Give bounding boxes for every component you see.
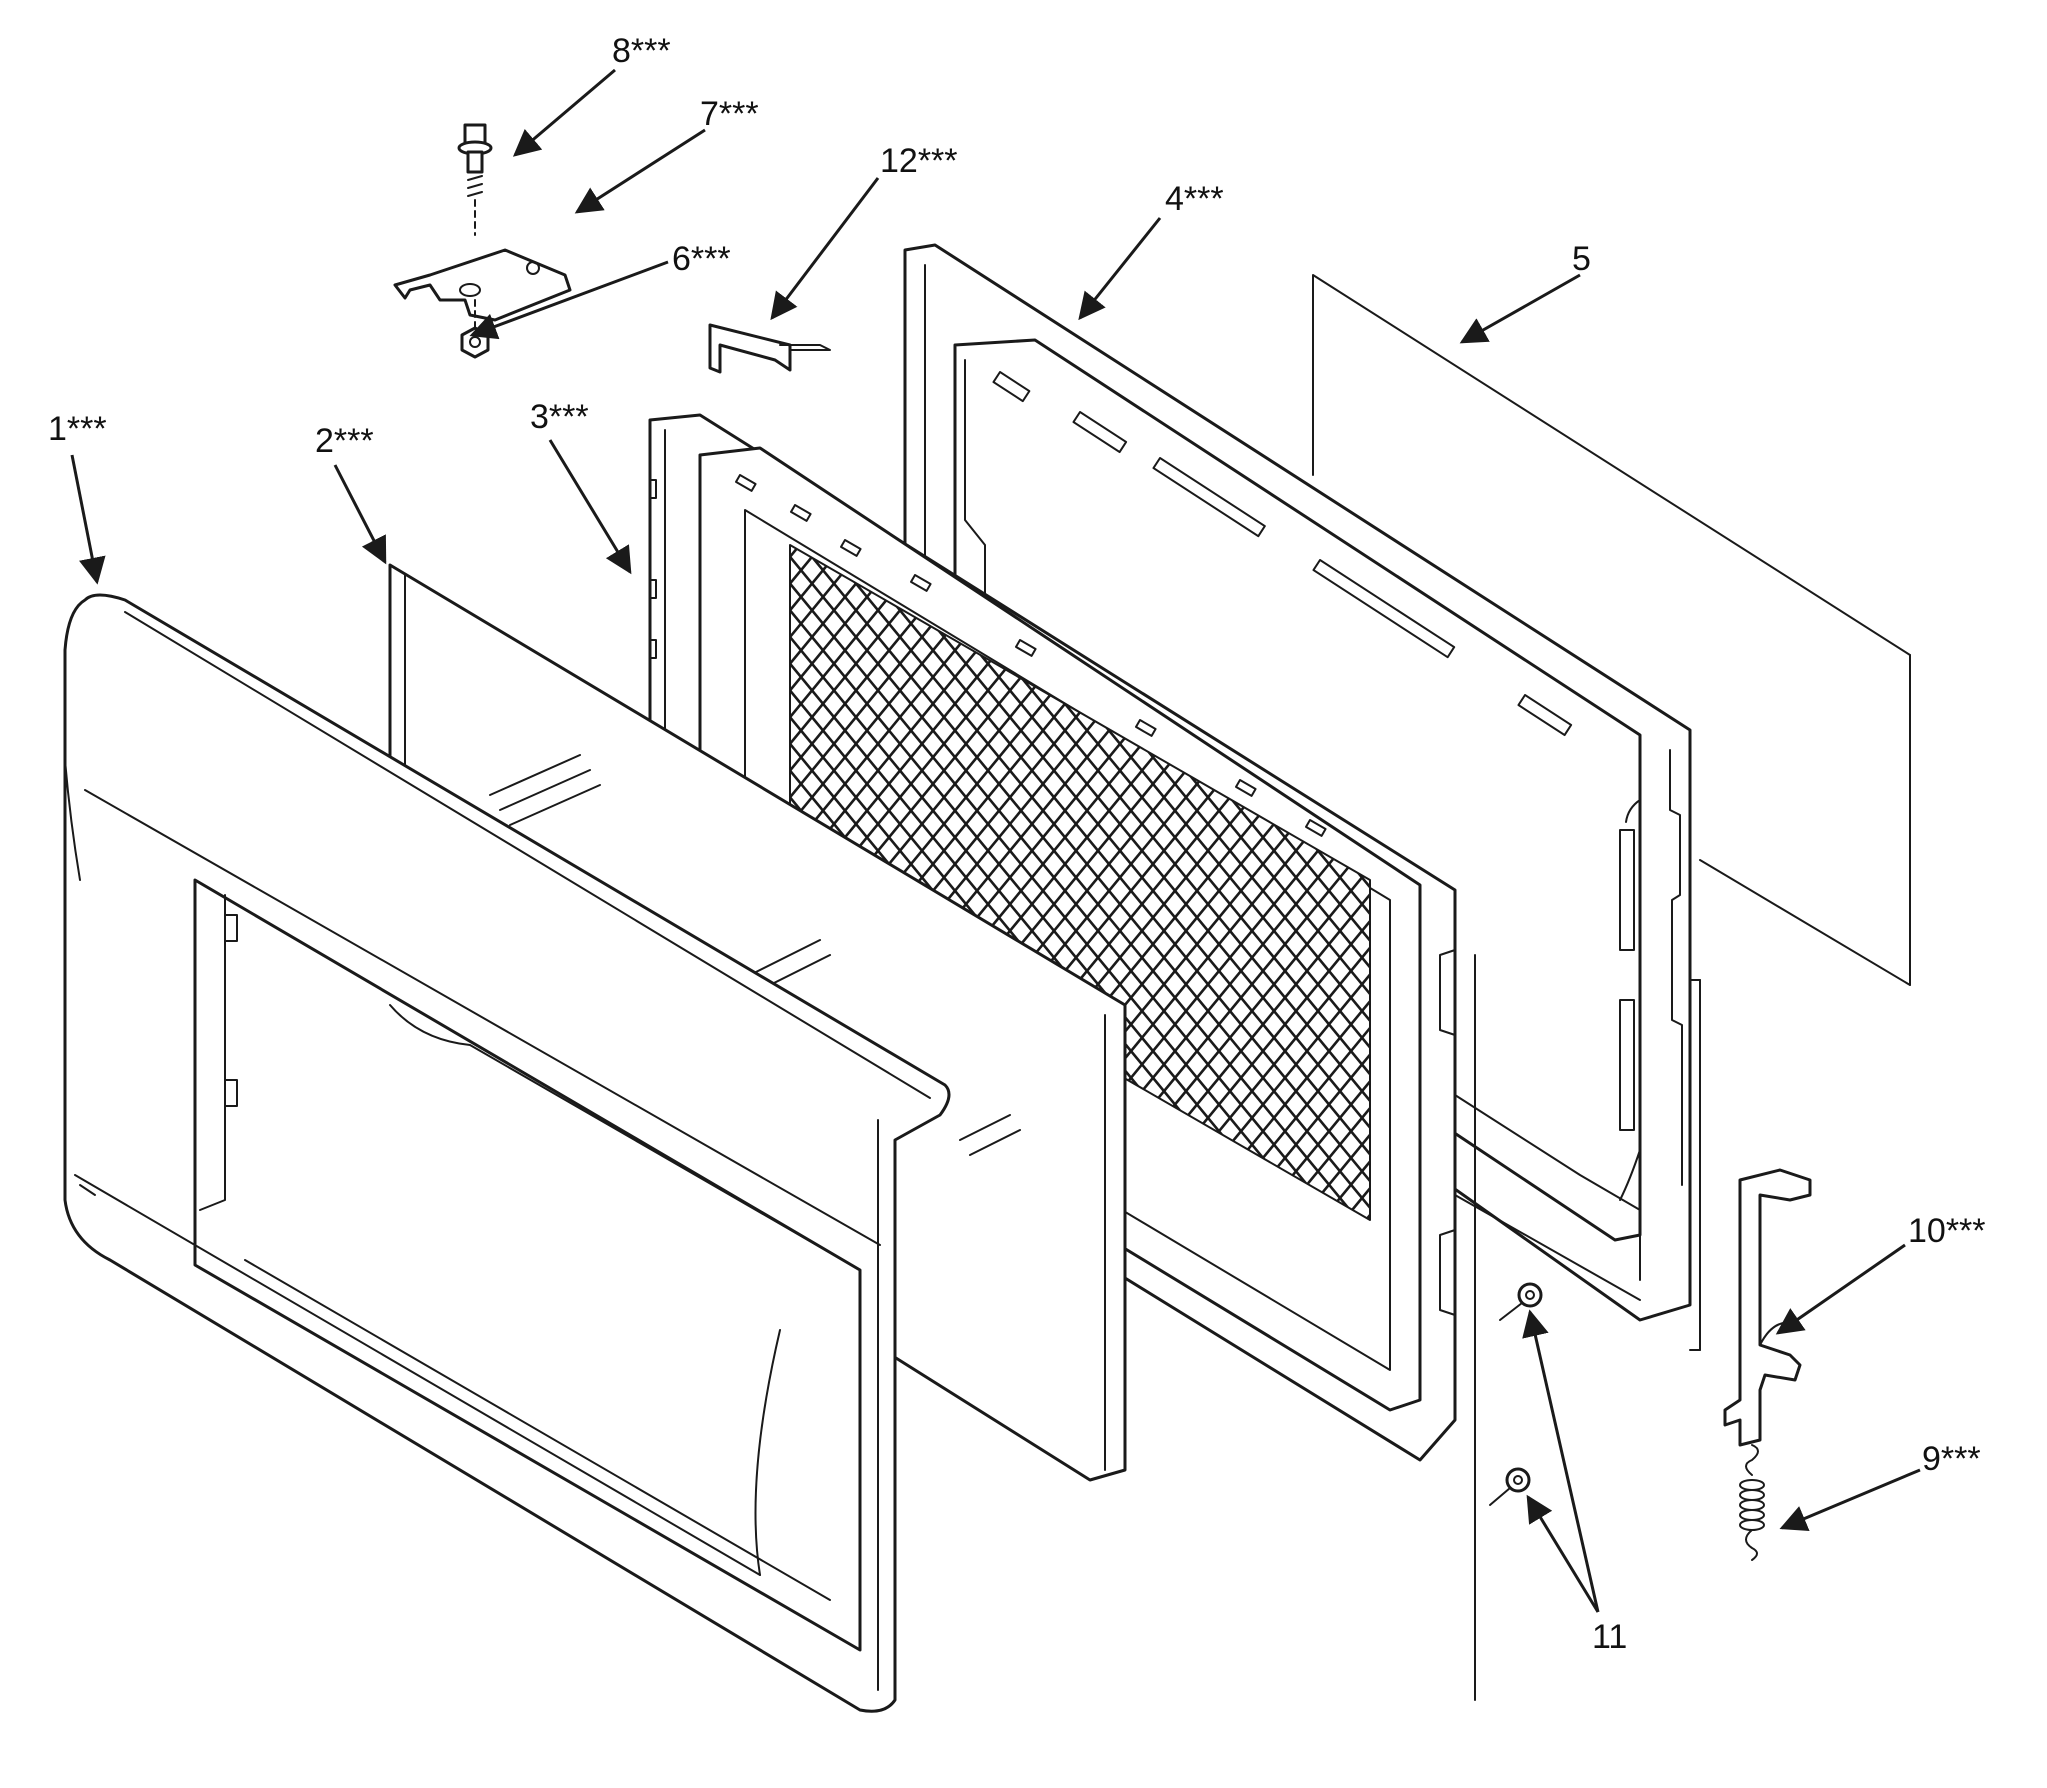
callout-labels: 1*** 2*** 3*** 4*** 5 6*** 7*** 8*** 9**… [48,32,1986,1656]
arrow-part-8 [512,68,616,157]
mesh-line [0,450,20,1300]
mesh-line [1232,545,1370,1220]
mesh-line [1934,450,2047,1300]
arrow-part-12 [770,177,880,321]
callout-part-10: 10*** [1908,1212,1986,1250]
callout-part-2: 2*** [315,422,374,460]
arrow-part-5 [1459,273,1581,344]
part-11-screws [1454,954,1641,1701]
callout-part-11: 11 [1592,1618,1627,1656]
part-12-clip [708,323,831,374]
mesh-line [790,545,924,1220]
mesh-line [1758,450,2047,1300]
callout-part-7: 7*** [700,95,759,133]
mesh-line [0,450,64,1300]
mesh-line [1166,545,1370,1220]
arrow-part-7 [574,128,706,214]
part-5-glass-sheet [1312,274,1911,986]
mesh-line [1188,545,1370,1220]
mesh-line [0,450,42,1300]
mesh-line [1210,545,1370,1220]
arrow-part-4 [1078,217,1162,321]
arrow-part-1 [70,454,106,585]
arrow-part-9 [1779,1468,1921,1532]
mesh-line [2000,450,2047,1300]
mesh-line [1890,450,2047,1300]
arrow-part-6 [469,260,669,340]
part-9-spring [1739,1444,1765,1561]
mesh-line [1780,450,2047,1300]
mesh-line [1956,450,2047,1300]
mesh-line [1846,450,2047,1300]
arrow-part-11b [1526,1494,1600,1613]
arrow-part-2 [333,464,387,565]
callout-part-5: 5 [1572,240,1591,278]
mesh-line [2022,450,2047,1300]
mesh-line [1824,450,2047,1300]
mesh-line [1868,450,2047,1300]
mesh-line [1912,450,2047,1300]
part-10-latch [1689,979,1812,1447]
part-8-hinge-bolt [457,123,493,236]
arrow-part-11a [1522,1309,1600,1613]
mesh-line [1648,450,2047,1300]
callout-part-9: 9*** [1922,1440,1981,1478]
mesh-line [1802,450,2047,1300]
leader-arrows [70,68,1921,1613]
arrow-part-3 [548,439,632,575]
callout-part-6: 6*** [672,240,731,278]
callout-part-12: 12*** [880,142,958,180]
mesh-line [790,545,968,1220]
mesh-line [1692,450,2047,1300]
callout-part-1: 1*** [48,410,107,448]
callout-part-4: 4*** [1165,180,1224,218]
arrow-part-10 [1775,1243,1906,1335]
part-1-outer-door [63,593,951,1713]
mesh-line [790,545,946,1220]
callout-part-8: 8*** [612,32,671,70]
callout-part-3: 3*** [530,398,589,436]
mesh-line [1978,450,2047,1300]
